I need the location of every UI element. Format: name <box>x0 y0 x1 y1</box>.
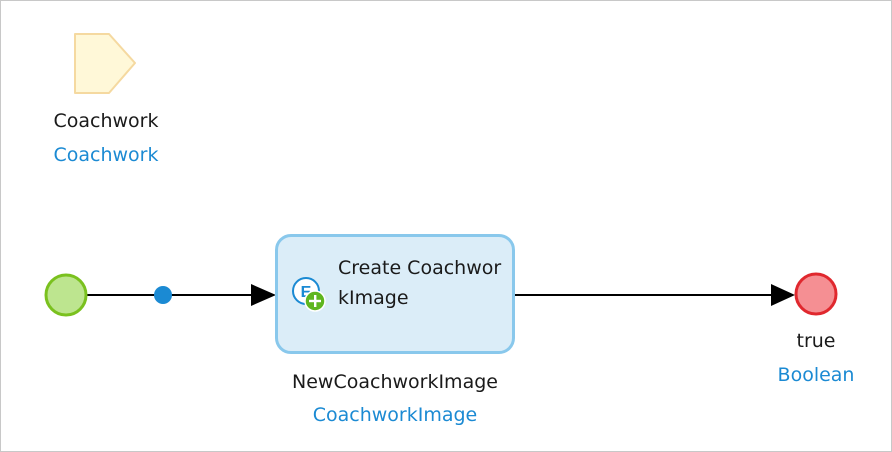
flow-connector-dot[interactable] <box>154 286 172 304</box>
create-object-activity[interactable]: E Create CoachworkImage <box>275 234 515 354</box>
start-event[interactable] <box>44 273 88 317</box>
end-event-return-value: true <box>796 330 836 352</box>
end-event-return-type: Boolean <box>777 364 855 386</box>
parameter-name: Coachwork <box>53 110 159 132</box>
arrowhead-activity <box>251 284 276 306</box>
output-variable-name: NewCoachworkImage <box>292 371 498 393</box>
activity-title: Create CoachworkImage <box>338 257 502 309</box>
arrowhead-end <box>771 284 795 306</box>
parameter-icon[interactable] <box>74 33 136 94</box>
end-event[interactable] <box>794 272 838 316</box>
create-object-icon: E <box>292 277 326 312</box>
svg-text:E: E <box>301 284 312 301</box>
output-variable-type: CoachworkImage <box>312 404 478 426</box>
parameter-type: Coachwork <box>53 144 159 166</box>
